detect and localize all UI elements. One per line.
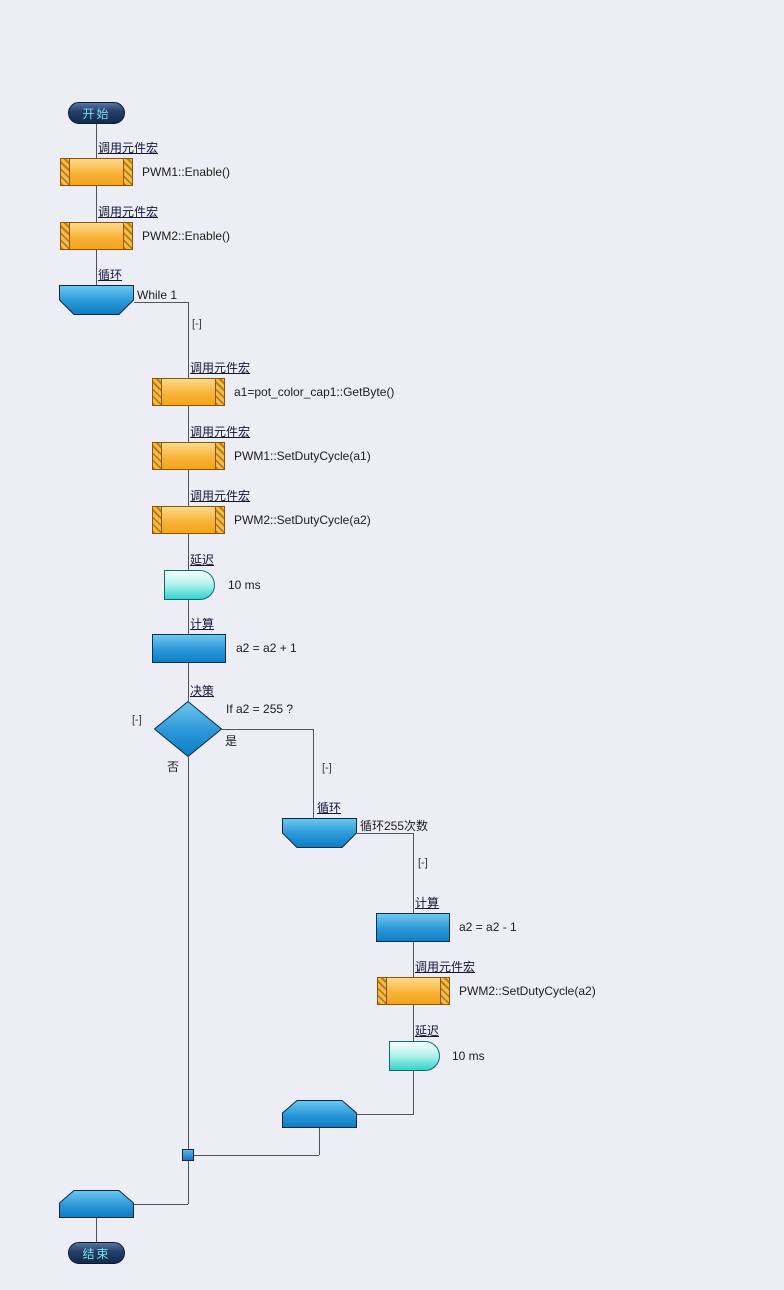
hatch-band (378, 978, 387, 1004)
hatch-band (215, 379, 224, 405)
hatch-band (61, 223, 70, 249)
decision-diamond[interactable] (154, 701, 222, 757)
icon-detail: While 1 (137, 288, 178, 302)
collapse-toggle[interactable]: [-] (191, 318, 203, 331)
collapse-toggle[interactable]: [-] (417, 857, 429, 870)
decision-yes-label: 是 (225, 734, 238, 748)
icon-caption: 调用元件宏 (190, 361, 251, 375)
icon-caption: 调用元件宏 (98, 205, 159, 219)
hatch-band (123, 223, 132, 249)
delay-shape[interactable] (389, 1041, 441, 1071)
connector-line (188, 1161, 189, 1204)
connector-line (96, 124, 97, 158)
connector-line (357, 1114, 414, 1115)
connector-line (188, 663, 189, 701)
connector-line (96, 186, 97, 222)
connector-line (96, 1218, 97, 1242)
icon-caption: 计算 (190, 617, 215, 631)
icon-caption: 循环 (98, 268, 123, 282)
loop-begin-shape[interactable] (59, 285, 134, 315)
connector-line (134, 1204, 188, 1205)
connector-line (319, 1128, 320, 1155)
connector-line (134, 302, 188, 303)
connector-line (188, 302, 189, 378)
icon-caption: 调用元件宏 (190, 489, 251, 503)
hatch-band (440, 978, 449, 1004)
hatch-band (153, 507, 162, 533)
icon-detail: PWM2::SetDutyCycle(a2) (459, 984, 596, 998)
decision-condition: If a2 = 255 ? (226, 702, 294, 716)
icon-detail: a1=pot_color_cap1::GetByte() (234, 385, 395, 399)
delay-shape[interactable] (164, 570, 216, 600)
icon-caption: 延迟 (415, 1024, 440, 1038)
calculation-icon[interactable] (376, 913, 450, 942)
decision-no-label: 否 (167, 760, 180, 774)
icon-caption: 计算 (415, 896, 440, 910)
icon-caption: 调用元件宏 (98, 141, 159, 155)
connector-line (194, 1155, 319, 1156)
connector-line-no-branch (188, 757, 189, 1149)
hatch-band (123, 159, 132, 185)
loop-begin-shape[interactable] (282, 818, 357, 848)
icon-detail: 循环255次数 (360, 819, 429, 833)
connector-line (96, 250, 97, 285)
connector-line (413, 942, 414, 977)
hatch-band (153, 443, 162, 469)
component-macro-icon[interactable] (60, 222, 133, 250)
icon-detail: a2 = a2 - 1 (459, 920, 517, 934)
component-macro-icon[interactable] (60, 158, 133, 186)
connector-line-yes-branch (222, 729, 313, 730)
connector-line (188, 600, 189, 634)
connector-line (413, 833, 414, 913)
icon-caption: 调用元件宏 (415, 960, 476, 974)
collapse-toggle[interactable]: [-] (321, 762, 333, 775)
connector-line (188, 470, 189, 506)
connector-line (413, 1071, 414, 1115)
icon-detail: PWM1::SetDutyCycle(a1) (234, 449, 371, 463)
component-macro-icon[interactable] (152, 378, 225, 406)
end-node[interactable]: 结束 (68, 1242, 125, 1264)
icon-detail: PWM1::Enable() (142, 165, 231, 179)
collapse-toggle[interactable]: [-] (131, 714, 143, 727)
loop-end-shape[interactable] (59, 1190, 134, 1218)
component-macro-icon[interactable] (377, 977, 450, 1005)
icon-caption: 调用元件宏 (190, 425, 251, 439)
icon-caption: 延迟 (190, 553, 215, 567)
connector-line (413, 1005, 414, 1041)
connector-line-yes-branch (313, 729, 314, 818)
connector-line (357, 833, 413, 834)
icon-caption: 决策 (190, 684, 215, 698)
connector-line (188, 534, 189, 570)
icon-caption: 循环 (317, 801, 342, 815)
hatch-band (215, 507, 224, 533)
component-macro-icon[interactable] (152, 506, 225, 534)
merge-connection-point (182, 1149, 194, 1161)
start-node[interactable]: 开始 (68, 102, 125, 124)
component-macro-icon[interactable] (152, 442, 225, 470)
icon-detail: 10 ms (228, 578, 261, 592)
icon-detail: 10 ms (452, 1049, 485, 1063)
loop-end-shape[interactable] (282, 1100, 357, 1128)
icon-detail: a2 = a2 + 1 (236, 641, 297, 655)
hatch-band (215, 443, 224, 469)
icon-detail: PWM2::Enable() (142, 229, 231, 243)
icon-detail: PWM2::SetDutyCycle(a2) (234, 513, 371, 527)
hatch-band (153, 379, 162, 405)
calculation-icon[interactable] (152, 634, 226, 663)
hatch-band (61, 159, 70, 185)
connector-line (188, 406, 189, 442)
